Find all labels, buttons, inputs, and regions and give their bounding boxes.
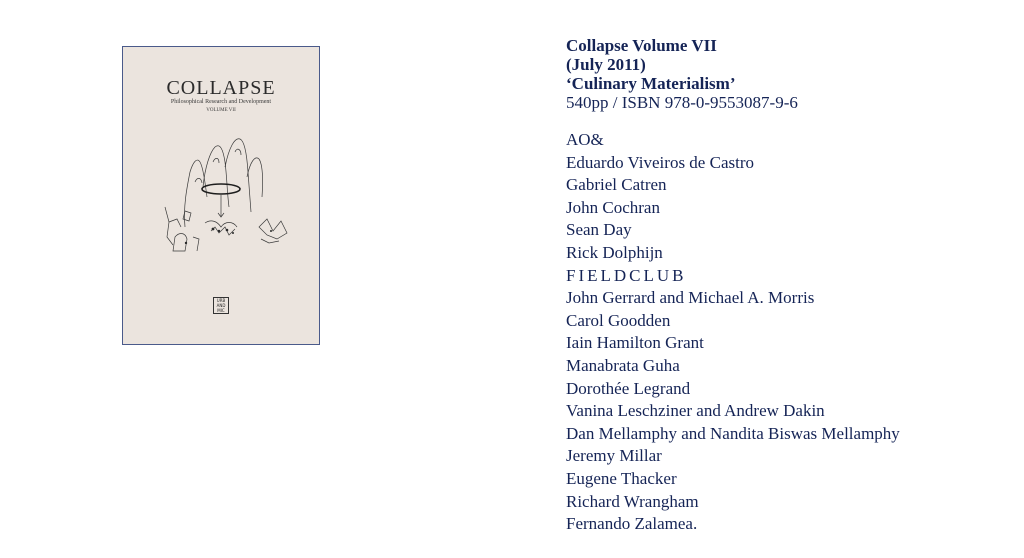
book-info: Collapse Volume VII (July 2011) ‘Culinar… xyxy=(566,36,1006,536)
book-title: Collapse Volume VII xyxy=(566,36,717,55)
contributor-item: John Cochran xyxy=(566,197,660,217)
contributor-item: Manabrata Guha xyxy=(566,355,680,375)
publisher-logo-line: MIC xyxy=(217,308,225,313)
publication-date: (July 2011) xyxy=(566,55,646,74)
contributor-item: Sean Day xyxy=(566,220,632,240)
cover-subtitle: Philosophical Research and Development xyxy=(170,99,272,105)
cover-title: COLLAPSE xyxy=(166,77,276,99)
contributor-item: Iain Hamilton Grant xyxy=(566,333,704,353)
publisher-logo-line: AND xyxy=(216,303,226,308)
contributor-item: Richard Wrangham xyxy=(566,491,699,511)
publisher-logo: URB AND MIC xyxy=(213,297,229,314)
publisher-logo-line: URB xyxy=(216,298,226,303)
contributor-item: Gabriel Catren xyxy=(566,175,667,195)
contributor-item: Carol Goodden xyxy=(566,310,671,330)
contributor-item: Rick Dolphijn xyxy=(566,242,663,262)
contributor-item: Eduardo Viveiros de Castro xyxy=(566,152,754,172)
cover-volume: VOLUME VII xyxy=(206,108,236,113)
volume-theme: ‘Culinary Materialism’ xyxy=(566,74,736,93)
book-cover-image: COLLAPSE Philosophical Research and Deve… xyxy=(122,46,320,345)
contributor-item: Jeremy Millar xyxy=(566,446,662,466)
contributor-item: Fernando Zalamea. xyxy=(566,514,698,534)
contributor-item: AO& xyxy=(566,130,604,149)
pages-isbn: 540pp / ISBN 978-0-9553087-9-6 xyxy=(566,93,798,112)
contributor-item: Dan Mellamphy and Nandita Biswas Mellamp… xyxy=(566,423,900,443)
cover-sketch-illustration xyxy=(164,138,288,252)
contributor-item: Eugene Thacker xyxy=(566,468,677,488)
contributor-list: AO& Eduardo Viveiros de Castro Gabriel C… xyxy=(566,129,1006,536)
contributor-item: Vanina Leschziner and Andrew Dakin xyxy=(566,401,825,421)
contributor-item: FIELDCLUB xyxy=(566,265,687,285)
contributor-item: Dorothée Legrand xyxy=(566,378,691,398)
contributor-item: John Gerrard and Michael A. Morris xyxy=(566,288,815,308)
